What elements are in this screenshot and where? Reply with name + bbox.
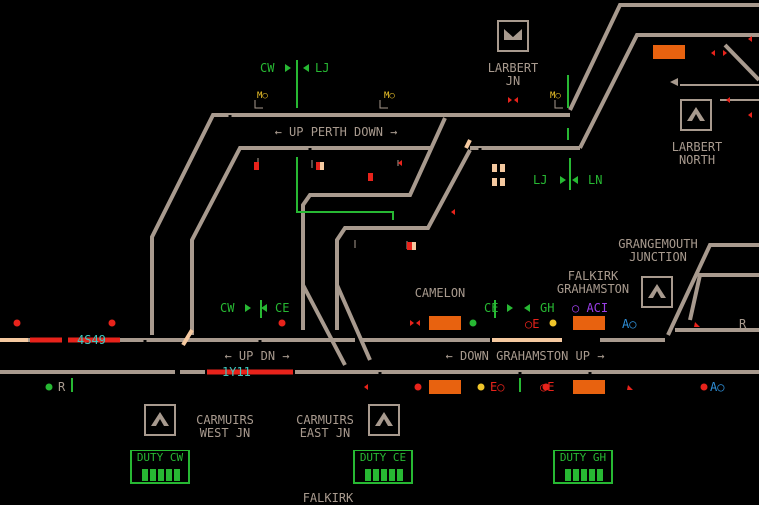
duty-label: DUTY CE	[355, 451, 411, 464]
berth-grahamston-up[interactable]	[573, 316, 605, 330]
marker-mo-1: M○	[257, 91, 268, 101]
junction-icon-larbert-jn[interactable]	[497, 20, 529, 52]
berth-larbert[interactable]	[653, 45, 685, 59]
route-set-perth	[181, 139, 472, 347]
track-grangemouth	[666, 243, 759, 336]
marker-mo-3: M○	[550, 91, 561, 101]
route-cw-2: CW	[220, 301, 235, 315]
track-perth-inner	[190, 146, 580, 335]
berth-camelon-up[interactable]	[429, 316, 461, 330]
location-camelon: CAMELON	[414, 286, 466, 300]
duty-panel-ce[interactable]: DUTY CE	[353, 450, 413, 484]
route-ce: CE	[275, 301, 290, 315]
route-gh: GH	[540, 301, 555, 315]
location-falkirk: FALKIRK	[302, 491, 354, 505]
track-larbert-north-up	[680, 84, 759, 101]
track-camelon-inner	[335, 149, 472, 330]
duty-label: DUTY CW	[132, 451, 188, 464]
route-lj-2: LJ	[533, 173, 548, 187]
line-label-down-grahamston-up: ← DOWN GRAHAMSTON UP →	[445, 349, 605, 363]
track-larbert-outer	[568, 3, 759, 111]
berth-grahamston-down[interactable]	[573, 380, 605, 394]
duty-indicators	[365, 466, 405, 485]
junction-icon-carmuirs-west[interactable]	[144, 404, 176, 436]
junction-icon-carmuirs-east[interactable]	[368, 404, 400, 436]
marker-aci: ○ ACI	[572, 301, 609, 315]
marker-ao-1: A○	[622, 317, 637, 331]
duty-label: DUTY GH	[555, 451, 611, 464]
junction-icon-grahamston[interactable]	[641, 276, 673, 308]
marker-eo-1: ○E	[525, 317, 540, 331]
train-description-down[interactable]: 1Y11	[222, 365, 251, 379]
track-camelon-outer	[301, 117, 447, 330]
line-label-up-perth-down: ← UP PERTH DOWN →	[274, 125, 398, 139]
marker-ao-2: A○	[710, 380, 725, 394]
berth-camelon-down[interactable]	[429, 380, 461, 394]
duty-panel-cw[interactable]: DUTY CW	[130, 450, 190, 484]
marker-eo-3: ○E	[540, 380, 555, 394]
route-ce-2: CE	[484, 301, 499, 315]
line-label-up-dn: ← UP DN →	[224, 349, 290, 363]
duty-indicators	[565, 466, 605, 485]
marker-r-2: R	[739, 317, 747, 331]
track-perth-outer	[150, 113, 570, 335]
route-ln: LN	[588, 173, 603, 187]
marker-eo-2: E○	[490, 380, 505, 394]
track-camelon-diag	[301, 284, 372, 366]
duty-indicators	[142, 466, 182, 485]
route-cw: CW	[260, 61, 275, 75]
train-description-up[interactable]: 4S49	[77, 333, 106, 347]
duty-panel-gh[interactable]: DUTY GH	[553, 450, 613, 484]
track-larbert-north	[723, 43, 759, 82]
marker-r-1: R	[58, 380, 66, 394]
track-larbert-inner	[578, 33, 759, 149]
junction-icon-larbert-north[interactable]	[680, 99, 712, 131]
route-lj: LJ	[315, 61, 330, 75]
track-up-main-right	[362, 328, 759, 342]
marker-mo-2: M○	[384, 91, 395, 101]
